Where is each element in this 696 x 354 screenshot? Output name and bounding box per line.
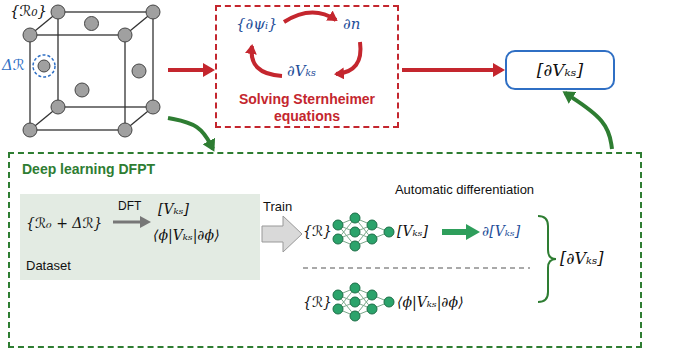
text-slot: {∂ψᵢ} (236, 15, 278, 33)
crystal-cube (30, 12, 153, 130)
text-slot: {ℛ} (303, 293, 332, 311)
model-output: ∂[Vₖₛ] (482, 223, 520, 240)
box-title: Solving Sternheimer equations (217, 91, 397, 125)
network-neuron (384, 227, 394, 237)
cycle-term: ∂Vₖₛ (287, 62, 316, 80)
flow-arrow (168, 68, 212, 72)
network-neuron (367, 220, 377, 230)
text-slot: Train (263, 197, 292, 215)
text-slot: Δℛ (2, 56, 25, 74)
network-neuron (350, 297, 360, 307)
network-neuron (350, 213, 360, 223)
bracket (538, 216, 556, 302)
neural-network (333, 213, 394, 321)
text-slot: DFT (118, 196, 141, 214)
dataset-output: [Vₖₛ] (158, 201, 189, 218)
network-neuron (333, 304, 343, 314)
flow-arrow (402, 68, 502, 72)
result-box: [∂Vₖₛ] (505, 50, 615, 90)
step-label: Automatic differentiation (395, 182, 534, 198)
network-neuron (350, 227, 360, 237)
box-caption: Dataset (26, 258, 71, 274)
method-label: DFT (118, 199, 141, 213)
text-slot: {ℛ₀} (10, 2, 47, 20)
atom (23, 5, 160, 137)
result-label: [∂Vₖₛ] (560, 249, 604, 268)
step-label: Train (263, 199, 292, 215)
model-input: {ℛ} (303, 223, 332, 240)
structure-label: {ℛ₀} (10, 2, 47, 20)
crystal-cell: {ℛ₀} Δℛ (0, 0, 165, 140)
autodiff-arrow (442, 224, 480, 240)
train-arrow (262, 216, 302, 252)
text-slot: [∂Vₖₛ] (560, 249, 604, 268)
network-neuron (350, 283, 360, 293)
displacement-label: Δℛ (2, 56, 25, 74)
text-slot: [∂Vₖₛ] (507, 60, 613, 80)
dataset-output: ⟨ϕ|Vₖₛ|∂ϕ⟩ (153, 227, 220, 244)
model-output: [Vₖₛ] (397, 223, 428, 240)
network-neuron (333, 234, 343, 244)
text-slot: {ℛ} (303, 222, 332, 240)
text-slot: Dataset (26, 256, 71, 274)
network-neuron (333, 220, 343, 230)
flow-arrow (168, 118, 213, 149)
text-slot: ⟨ϕ|Vₖₛ|∂ϕ⟩ (397, 293, 464, 311)
network-neuron (350, 241, 360, 251)
text-slot: ∂[Vₖₛ] (482, 222, 520, 240)
text-slot: ⟨ϕ|Vₖₛ|∂ϕ⟩ (153, 226, 220, 244)
cycle-term: ∂n (343, 15, 360, 33)
text-slot: [Vₖₛ] (397, 222, 428, 240)
text-slot: Automatic differentiation (392, 180, 537, 198)
deep-learning-box: {ℛ₀ + Δℛ} DFT [Vₖₛ] ⟨ϕ|Vₖₛ|∂ϕ⟩ Dataset Deep l… (8, 152, 642, 348)
separator-line (303, 267, 530, 268)
result-label: [∂Vₖₛ] (537, 60, 583, 80)
flow-arrow (565, 93, 612, 149)
network-neuron (367, 234, 377, 244)
model-output: ⟨ϕ|Vₖₛ|∂ϕ⟩ (397, 294, 464, 311)
network-neuron (367, 304, 377, 314)
network-neuron (367, 290, 377, 300)
text-slot: [Vₖₛ] (158, 200, 189, 218)
network-neuron (333, 290, 343, 300)
text-slot: {ℛ₀ + Δℛ} (26, 214, 103, 232)
cycle-term: {∂ψᵢ} (236, 15, 278, 33)
network-neuron (350, 311, 360, 321)
text-slot: ∂Vₖₛ (287, 62, 316, 80)
displacement-marker (33, 55, 55, 77)
dataset-ground (20, 194, 260, 280)
text-slot: Deep learning DFPT (22, 160, 155, 178)
text-slot: Solving Sternheimer equations (217, 91, 397, 125)
dataset-box: {ℛ₀ + Δℛ} DFT [Vₖₛ] ⟨ϕ|Vₖₛ|∂ϕ⟩ Dataset (20, 194, 260, 280)
model-input: {ℛ} (303, 294, 332, 311)
box-title: Deep learning DFPT (22, 161, 155, 178)
text-slot: ∂n (343, 15, 360, 33)
network-neuron (384, 297, 394, 307)
dft-arrow (113, 216, 151, 228)
dataset-input: {ℛ₀ + Δℛ} (26, 215, 103, 232)
